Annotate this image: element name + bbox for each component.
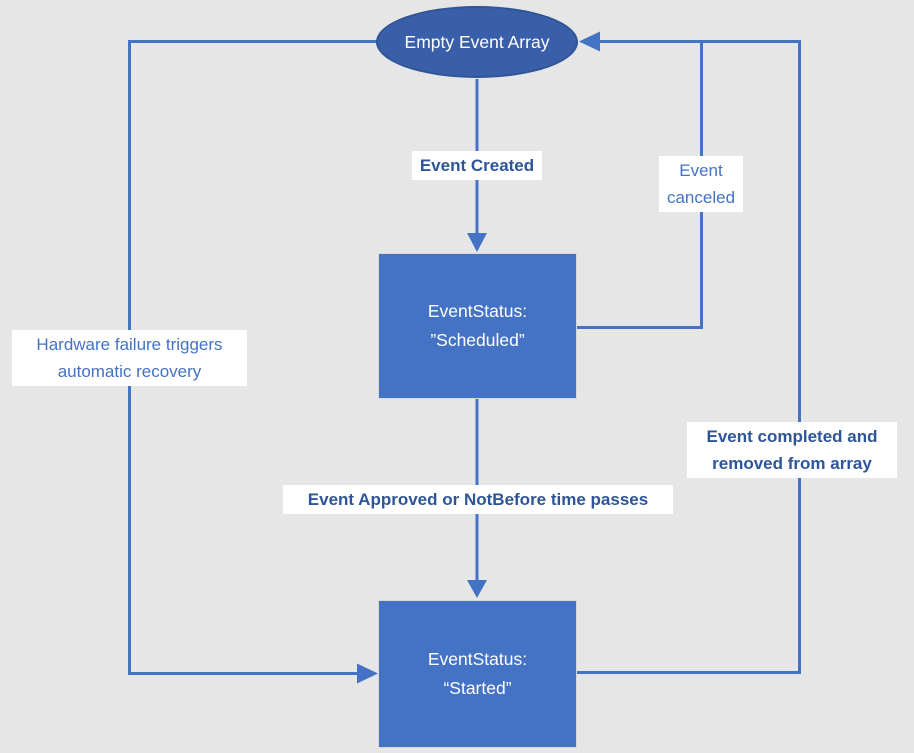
edge-label-event-canceled: Event canceled xyxy=(659,156,743,212)
node-scheduled-label-line2: ”Scheduled” xyxy=(430,330,525,350)
arrowhead-event-approved xyxy=(467,580,487,598)
arrowhead-event-completed xyxy=(579,31,600,52)
node-eventstatus-scheduled: EventStatus: ”Scheduled” xyxy=(378,253,577,399)
node-empty-event-array: Empty Event Array xyxy=(376,6,578,78)
node-started-label-line1: EventStatus: xyxy=(427,649,528,669)
node-empty-event-array-label: Empty Event Array xyxy=(404,31,550,52)
node-started-label-line2: “Started” xyxy=(443,678,512,698)
node-eventstatus-started: EventStatus: “Started” xyxy=(378,600,577,748)
node-scheduled-label-line1: EventStatus: xyxy=(427,301,528,321)
edge-label-event-completed: Event completed and removed from array xyxy=(687,422,897,478)
arrowhead-event-created xyxy=(467,233,487,252)
edge-event-completed xyxy=(577,40,801,674)
edge-label-hardware-failure: Hardware failure triggers automatic reco… xyxy=(12,330,247,386)
edge-label-event-approved: Event Approved or NotBefore time passes xyxy=(283,485,673,514)
edge-event-canceled xyxy=(577,41,703,329)
arrowhead-hardware-failure xyxy=(357,663,378,684)
edge-label-event-created: Event Created xyxy=(412,151,542,180)
